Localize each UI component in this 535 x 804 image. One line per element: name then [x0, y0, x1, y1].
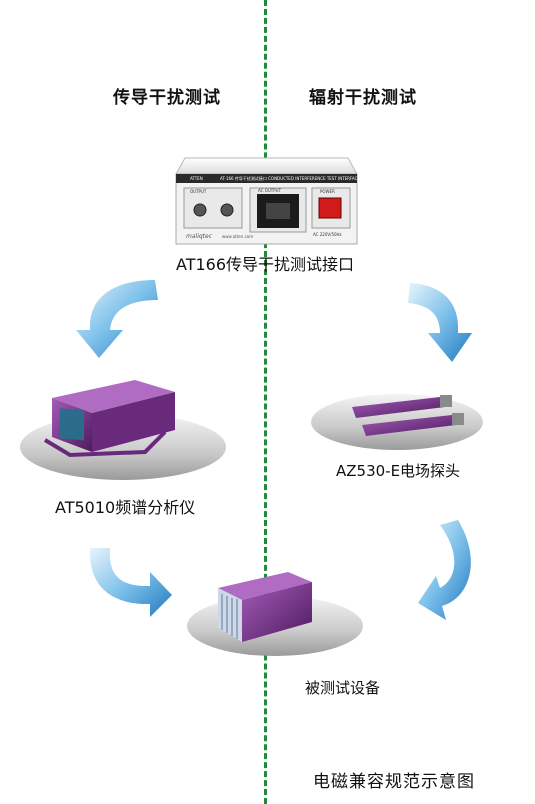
- spectrum-analyzer-device: [20, 380, 226, 480]
- interface-ac-output-label: AC OUTPUT: [258, 188, 282, 193]
- dut-label: 被测试设备: [305, 679, 381, 697]
- interface-device: [175, 157, 358, 245]
- conducted-test-header: 传导干扰测试: [113, 88, 221, 108]
- diagram-caption: 电磁兼容规范示意图: [313, 772, 475, 792]
- arrow-probe-to-dut: [418, 520, 471, 620]
- interface-brand: ATTEN: [190, 176, 203, 181]
- arrow-analyzer-to-dut: [89, 548, 172, 617]
- interface-panel-title: AT-166 传导干扰测试接口 CONDUCTED INTERFERENCE T…: [220, 176, 360, 181]
- radiated-test-header: 辐射干扰测试: [309, 88, 417, 108]
- interface-label: AT166传导干扰测试接口: [176, 255, 355, 274]
- electric-field-probe-device: [311, 394, 483, 450]
- interface-brand-script: maliqtec: [186, 233, 213, 240]
- device-under-test: [187, 572, 363, 656]
- interface-power-rating: AC 220V/50Hz: [313, 232, 342, 237]
- center-divider-line: [264, 0, 267, 804]
- probe-label: AZ530-E电场探头: [336, 462, 461, 480]
- interface-website: www.atten.com: [222, 234, 254, 239]
- arrow-interface-to-probe: [408, 283, 472, 362]
- interface-power-label: POWER: [320, 189, 335, 194]
- analyzer-label: AT5010频谱分析仪: [55, 498, 196, 517]
- arrow-interface-to-analyzer: [76, 280, 158, 358]
- interface-output-label: OUTPUT: [190, 189, 207, 194]
